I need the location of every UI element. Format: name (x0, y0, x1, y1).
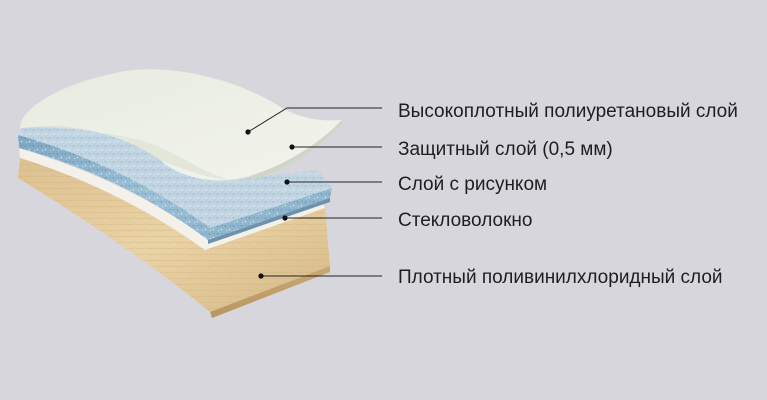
polyurethane-layer (20, 69, 342, 181)
leader-lines (247, 107, 382, 277)
label-pattern-layer: Слой с рисунком (398, 174, 548, 195)
leader-dot-fiberglass (282, 215, 288, 221)
pvc-layer (18, 158, 330, 318)
label-polyurethane-layer: Высокоплотный полиуретановый слой (398, 101, 738, 122)
leader-line-polyurethane (247, 107, 382, 133)
leader-dot-polyurethane (245, 129, 251, 135)
label-protective-layer: Защитный слой (0,5 мм) (398, 139, 613, 160)
leader-dot-pvc (258, 273, 264, 279)
label-fiberglass-layer: Стекловолокно (398, 210, 533, 231)
label-pvc-layer: Плотный поливинилхлоридный слой (398, 267, 723, 288)
leader-dots (245, 129, 295, 279)
protective-layer (18, 118, 332, 228)
leader-dot-protective (289, 144, 295, 150)
leader-dot-pattern (284, 179, 290, 185)
pattern-layer (18, 135, 332, 244)
